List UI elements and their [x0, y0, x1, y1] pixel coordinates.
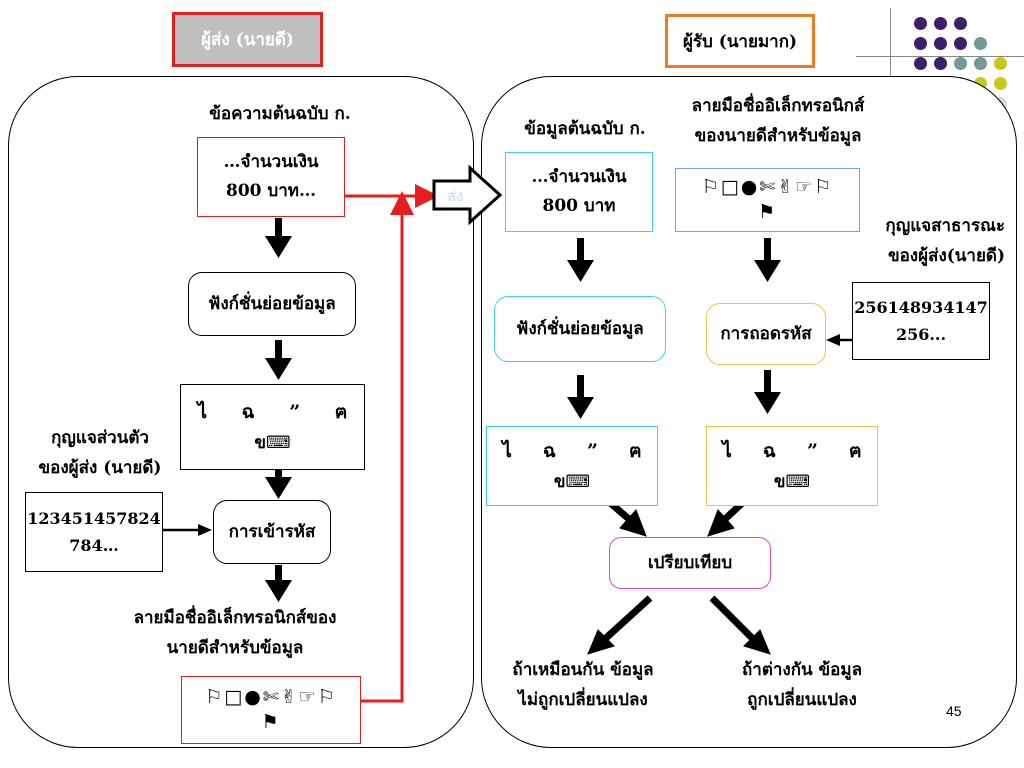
compare-label: เปรียบเทียบ: [647, 552, 733, 573]
receiver-computed-digest: ไ ฉ ” ฅ ข⌨: [486, 426, 658, 506]
sender-message-line: …จำนวนเงิน: [223, 152, 319, 173]
sender-arrows: [265, 218, 292, 602]
red-connector-signature: [361, 191, 414, 703]
receiver-decrypt-step: การถอดรหัส: [706, 303, 826, 365]
sender-original-message: …จำนวนเงิน 800 บาท…: [197, 137, 345, 217]
key-line: 784…: [69, 536, 119, 555]
decor-dot: [974, 57, 987, 70]
digest-char: ฉ: [542, 440, 556, 463]
sender-private-key-label: กุญแจส่วนตัว ของผู้ส่ง (นายดี): [20, 424, 180, 484]
digest-char: ”: [806, 440, 818, 463]
label-line: ของนายดีสำหรับข้อมูล: [694, 125, 862, 146]
decor-horizontal-rule: [856, 56, 1024, 57]
digest-char: ”: [586, 440, 598, 463]
decrypt-label: การถอดรหัส: [720, 323, 812, 344]
receiver-original-message: …จำนวนเงิน 800 บาท: [505, 152, 653, 232]
decor-dot: [914, 37, 927, 50]
label-line: ของผู้ส่ง (นายดี): [38, 457, 162, 478]
sender-message-label: ข้อความต้นฉบับ ก.: [209, 104, 351, 124]
receiver-digital-signature: ⚐□●✄✌☞⚐ ⚑: [675, 168, 860, 232]
receiver-message-label: ข้อมูลต้นฉบับ ก.: [524, 119, 646, 139]
digest-char: ไ: [722, 440, 732, 463]
label-line: กุญแจสาธารณะ: [885, 216, 1005, 236]
result-changed: ถ้าต่างกัน ข้อมูล ถูกเปลี่ยนแปลง: [712, 656, 892, 716]
digest-char: ฅ: [628, 440, 642, 463]
sender-message-line: 800 บาท…: [226, 181, 316, 201]
page-number: 45: [946, 703, 962, 719]
receiver-hash-function-label: ฟังก์ชั่นย่อยข้อมูล: [516, 318, 644, 339]
result-line: ถ้าต่างกัน ข้อมูล: [741, 660, 862, 680]
label-line: ลายมือชื่ออิเล็กทรอนิกส์: [691, 96, 865, 116]
digest-char: ไ: [502, 440, 512, 463]
sender-signature-label: ลายมือชื่ออิเล็กทรอนิกส์ของ นายดีสำหรับข…: [100, 604, 370, 664]
receiver-arrows: [567, 238, 781, 419]
decor-dot: [934, 17, 947, 30]
decor-dot: [954, 37, 967, 50]
receiver-public-key: 256148934147 256...: [852, 282, 990, 360]
receiver-header: ผู้รับ (นายมาก): [665, 14, 815, 68]
digest-char: ฉ: [241, 401, 255, 424]
send-arrow: [432, 164, 503, 226]
sender-hash-function-label: ฟังก์ชั่นย่อยข้อมูล: [208, 293, 336, 314]
label-line: ลายมือชื่ออิเล็กทรอนิกส์ของ: [133, 608, 337, 628]
signature-symbols: ⚑: [757, 201, 778, 223]
digest-char: ฅ: [334, 401, 348, 424]
label-line: ของผู้ส่ง(นายดี): [887, 245, 1005, 266]
digest-char: ไ: [197, 401, 208, 424]
send-arrow-label: ส่ง: [447, 187, 464, 205]
signature-symbols: ⚑: [261, 711, 281, 733]
receiver-message-line: …จำนวนเงิน: [531, 167, 627, 188]
decor-dot: [914, 57, 927, 70]
key-line: 123451457824: [27, 508, 161, 528]
digest-tail: ข⌨: [553, 471, 591, 492]
decor-dot: [974, 37, 987, 50]
result-line: ถ้าเหมือนกัน ข้อมูล: [512, 660, 654, 680]
decor-dot: [994, 77, 1007, 90]
sender-private-key: 123451457824 784…: [25, 492, 163, 572]
sender-header: ผู้ส่ง (นายดี): [172, 12, 323, 67]
digest-char: ฉ: [762, 440, 776, 463]
sender-message-digest: ไ ฉ ” ฅ ข⌨: [180, 384, 365, 470]
sender-hash-function: ฟังก์ชั่นย่อยข้อมูล: [188, 272, 356, 336]
result-line: ถูกเปลี่ยนแปลง: [747, 689, 857, 710]
result-unchanged: ถ้าเหมือนกัน ข้อมูล ไม่ถูกเปลี่ยนแปลง: [488, 656, 678, 716]
sender-digest-chars: ไ ฉ ” ฅ: [197, 396, 347, 428]
decor-dot: [954, 57, 967, 70]
digest-char: ”: [289, 401, 301, 424]
signature-symbols: ⚐□●✄✌☞⚐: [205, 686, 337, 709]
sender-digital-signature: ⚐□●✄✌☞⚐ ⚑: [181, 676, 361, 744]
decor-dot: [994, 57, 1007, 70]
digest-tail: ข⌨: [254, 432, 291, 453]
digest-char: ฅ: [848, 440, 862, 463]
encrypt-label: การเข้ารหัส: [228, 521, 316, 542]
sender-encrypt-step: การเข้ารหัส: [213, 500, 331, 564]
compare-step: เปรียบเทียบ: [609, 537, 771, 589]
receiver-hash-function: ฟังก์ชั่นย่อยข้อมูล: [494, 296, 666, 362]
result-line: ไม่ถูกเปลี่ยนแปลง: [518, 689, 648, 710]
decor-dot: [934, 57, 947, 70]
label-line: นายดีสำหรับข้อมูล: [166, 637, 304, 658]
key-line: 256...: [895, 325, 947, 344]
receiver-signature-label: ลายมือชื่ออิเล็กทรอนิกส์ ของนายดีสำหรับข…: [678, 92, 878, 152]
decor-dot: [954, 17, 967, 30]
receiver-public-key-label: กุญแจสาธารณะ ของผู้ส่ง(นายดี): [855, 212, 1005, 272]
key-line: 256148934147: [854, 297, 988, 317]
receiver-decrypted-chars: ไ ฉ ” ฅ: [722, 435, 861, 467]
decor-dot: [934, 37, 947, 50]
label-line: กุญแจส่วนตัว: [51, 428, 149, 448]
receiver-decrypted-digest: ไ ฉ ” ฅ ข⌨: [706, 426, 878, 506]
receiver-digest-chars: ไ ฉ ” ฅ: [502, 435, 641, 467]
digest-tail: ข⌨: [773, 471, 811, 492]
receiver-message-line: 800 บาท: [542, 196, 616, 216]
signature-symbols: ⚐□●✄✌☞⚐: [701, 176, 834, 199]
decor-dot: [914, 17, 927, 30]
